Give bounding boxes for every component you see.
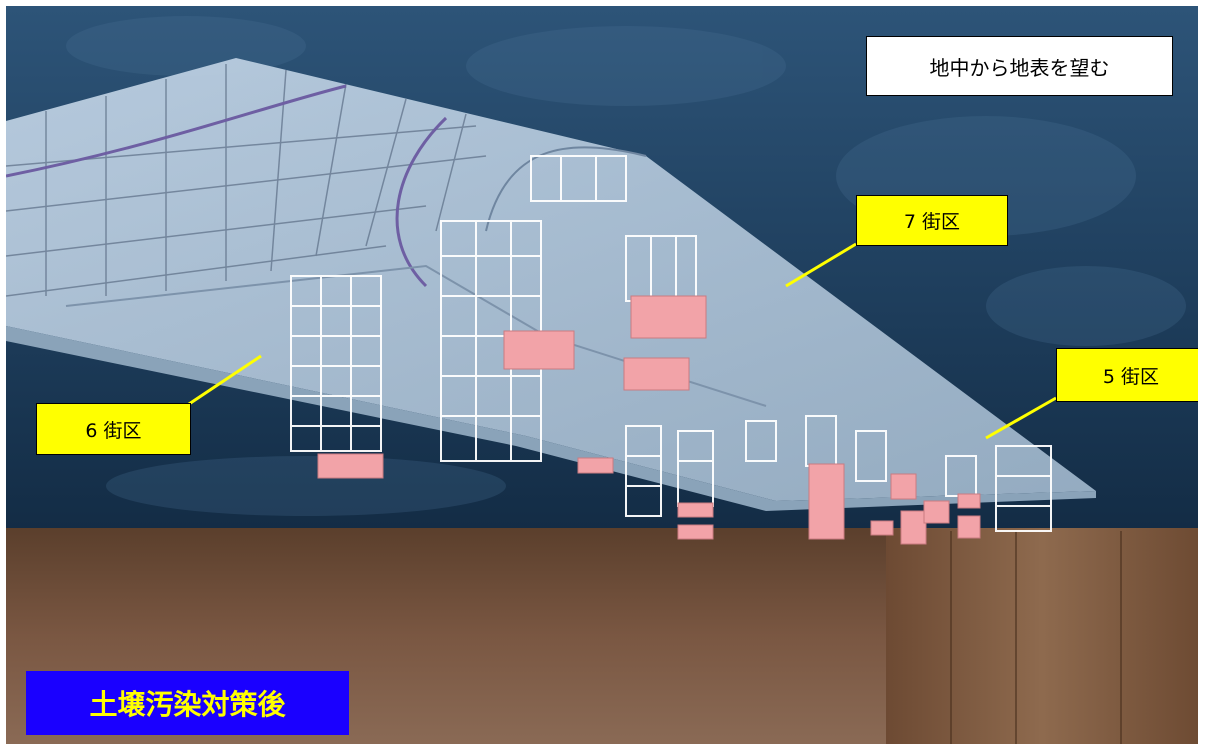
block-7-label: 7 街区 — [856, 195, 1008, 246]
excavation-wall — [886, 528, 1198, 744]
underground-scene: 地中から地表を望む 7 街区 6 街区 5 街区 土壌汚染対策後 — [6, 6, 1198, 744]
leader-line-5 — [985, 396, 1057, 440]
view-direction-label: 地中から地表を望む — [866, 36, 1173, 96]
leader-line-6 — [185, 354, 262, 408]
block-5-label: 5 街区 — [1056, 348, 1198, 402]
leader-line-7 — [785, 242, 857, 288]
scene-title: 土壌汚染対策後 — [26, 671, 349, 735]
block-6-label: 6 街区 — [36, 403, 191, 455]
treatment-blocks — [317, 295, 981, 545]
scene-illustration — [6, 6, 1198, 744]
